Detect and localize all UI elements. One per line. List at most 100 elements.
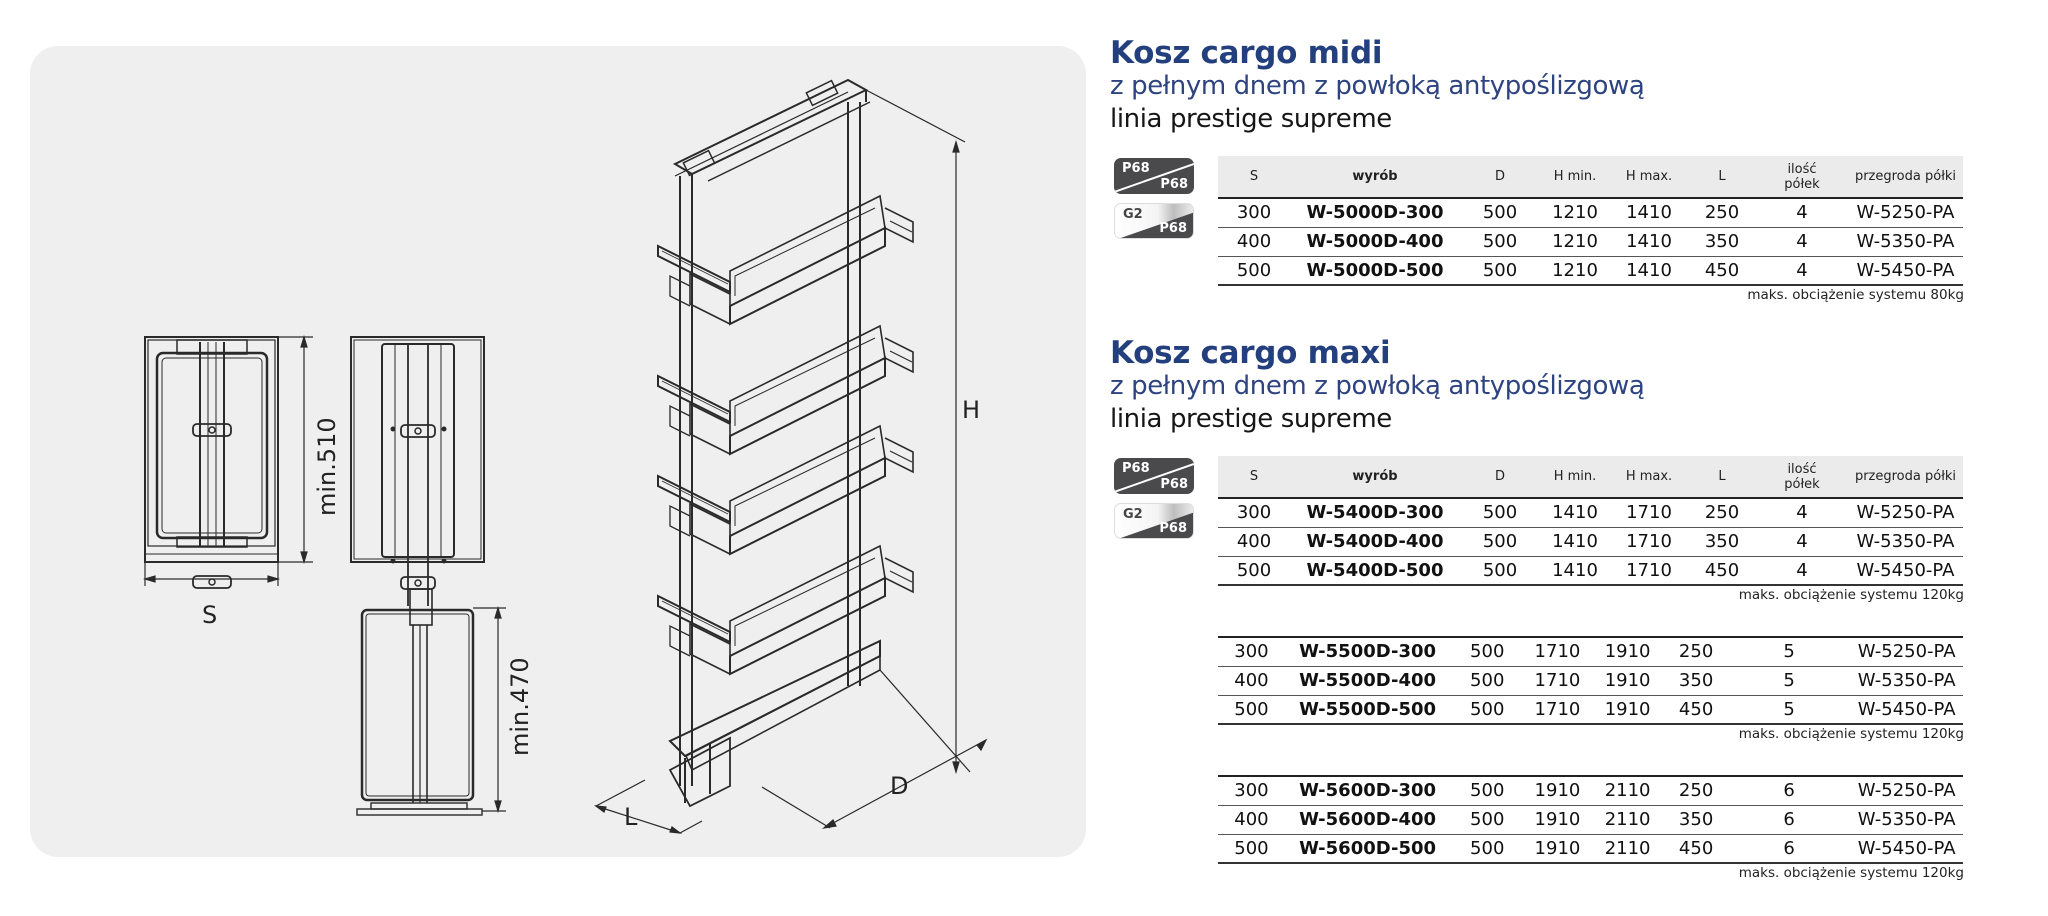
section-product-line: linia prestige supreme — [1110, 404, 1392, 434]
table-cell: 500 — [1460, 556, 1540, 586]
table-cell: 500 — [1460, 498, 1540, 528]
table-cell: 1410 — [1610, 256, 1688, 286]
table-cell: 1910 — [1590, 695, 1665, 725]
product-code: W-5400D-500 — [1290, 556, 1460, 586]
dimension-l — [593, 779, 703, 834]
table-cell: 1410 — [1540, 556, 1610, 586]
table-cell: 500 — [1450, 805, 1525, 835]
section-subtitle: z pełnym dnem z powłoką antypoślizgową — [1110, 71, 1645, 101]
basket-shelf — [657, 194, 914, 326]
front-view-top-module — [144, 336, 279, 589]
load-note: maks. obciążenie systemu 120kg — [1738, 865, 1964, 881]
dimension-d — [761, 738, 988, 829]
table-cell: 450 — [1664, 834, 1728, 864]
table-cell: 500 — [1450, 775, 1525, 806]
table-cell: 250 — [1664, 775, 1728, 806]
table-cell: 6 — [1727, 775, 1851, 806]
product-code: W-5500D-500 — [1284, 695, 1451, 725]
table-cell: 1210 — [1540, 227, 1610, 257]
basket-shelf — [657, 324, 914, 456]
table-cell: 300 — [1218, 498, 1290, 528]
table-cell: 350 — [1664, 805, 1728, 835]
finish-badges-midi: P68 P68 G2 P68 — [1114, 158, 1196, 248]
finish-badge-g2-p68: G2 P68 — [1114, 503, 1194, 539]
product-code: W-5600D-400 — [1284, 805, 1451, 835]
table-cell: 1410 — [1540, 498, 1610, 528]
table-cell: 4 — [1756, 556, 1848, 586]
table-cell: W-5250-PA — [1850, 636, 1963, 667]
table-cell: 6 — [1727, 805, 1851, 835]
column-header: wyrób — [1290, 156, 1460, 199]
column-header: D — [1460, 456, 1540, 499]
section-product-line: linia prestige supreme — [1110, 104, 1392, 134]
label-min510: min.510 — [313, 417, 341, 516]
load-note: maks. obciążenie systemu 80kg — [1747, 287, 1964, 303]
label-d: D — [890, 772, 908, 800]
table-cell: 500 — [1450, 666, 1525, 696]
product-code: W-5400D-400 — [1290, 527, 1460, 557]
product-code: W-5000D-300 — [1290, 198, 1460, 228]
table-cell: 1710 — [1524, 636, 1591, 667]
table-cell: 450 — [1688, 256, 1756, 286]
column-header: S — [1218, 456, 1290, 499]
table-cell: 1710 — [1610, 556, 1688, 586]
table-cell: W-5450-PA — [1850, 834, 1963, 864]
product-code: W-5000D-500 — [1290, 256, 1460, 286]
product-code: W-5000D-400 — [1290, 227, 1460, 257]
finish-badge-p68-p68: P68 P68 — [1114, 158, 1194, 194]
table-cell: 1710 — [1610, 527, 1688, 557]
table-cell: W-5450-PA — [1850, 695, 1963, 725]
product-code: W-5500D-300 — [1284, 636, 1451, 667]
table-cell: 400 — [1218, 227, 1290, 257]
table-cell: 350 — [1688, 527, 1756, 557]
table-cell: 250 — [1664, 636, 1728, 667]
table-cell: W-5350-PA — [1848, 527, 1963, 557]
table-cell: 500 — [1460, 256, 1540, 286]
dimension-min510 — [278, 334, 313, 565]
table-cell: 500 — [1218, 695, 1285, 725]
technical-drawing-panel: S min.510 — [30, 46, 1086, 857]
table-cell: 250 — [1688, 498, 1756, 528]
table-cell: 2110 — [1590, 805, 1665, 835]
table-cell: W-5250-PA — [1848, 198, 1963, 228]
dimension-h — [865, 89, 971, 775]
table-cell: 1910 — [1524, 805, 1591, 835]
table-cell: 1910 — [1590, 666, 1665, 696]
table-cell: 450 — [1688, 556, 1756, 586]
dimension-s — [142, 563, 281, 586]
section-subtitle: z pełnym dnem z powłoką antypoślizgową — [1110, 371, 1645, 401]
table-cell: 4 — [1756, 198, 1848, 228]
table-cell: 500 — [1218, 556, 1290, 586]
table-cell: 250 — [1688, 198, 1756, 228]
section-title: Kosz cargo midi — [1110, 35, 1383, 71]
table-cell: 1210 — [1540, 198, 1610, 228]
table-cell: 400 — [1218, 666, 1285, 696]
table-cell: W-5250-PA — [1850, 775, 1963, 806]
product-code: W-5600D-500 — [1284, 834, 1451, 864]
dimension-min470 — [473, 605, 506, 814]
product-code: W-5600D-300 — [1284, 775, 1451, 806]
table-cell: 5 — [1727, 666, 1851, 696]
column-header: L — [1688, 456, 1756, 499]
table-cell: W-5350-PA — [1850, 805, 1963, 835]
table-cell: 500 — [1450, 636, 1525, 667]
column-header: H max. — [1610, 456, 1688, 499]
isometric-baskets — [657, 194, 914, 676]
table-cell: 500 — [1450, 695, 1525, 725]
table-cell: W-5350-PA — [1850, 666, 1963, 696]
table-cell: 5 — [1727, 695, 1851, 725]
column-header: H max. — [1610, 156, 1688, 199]
table-cell: 300 — [1218, 775, 1285, 806]
column-header: przegroda półki — [1848, 156, 1963, 199]
section-cargo-midi: Kosz cargo midi z pełnym dnem z powłoką … — [1110, 34, 1990, 136]
table-cell: 1710 — [1524, 695, 1591, 725]
table-cell: 4 — [1756, 527, 1848, 557]
